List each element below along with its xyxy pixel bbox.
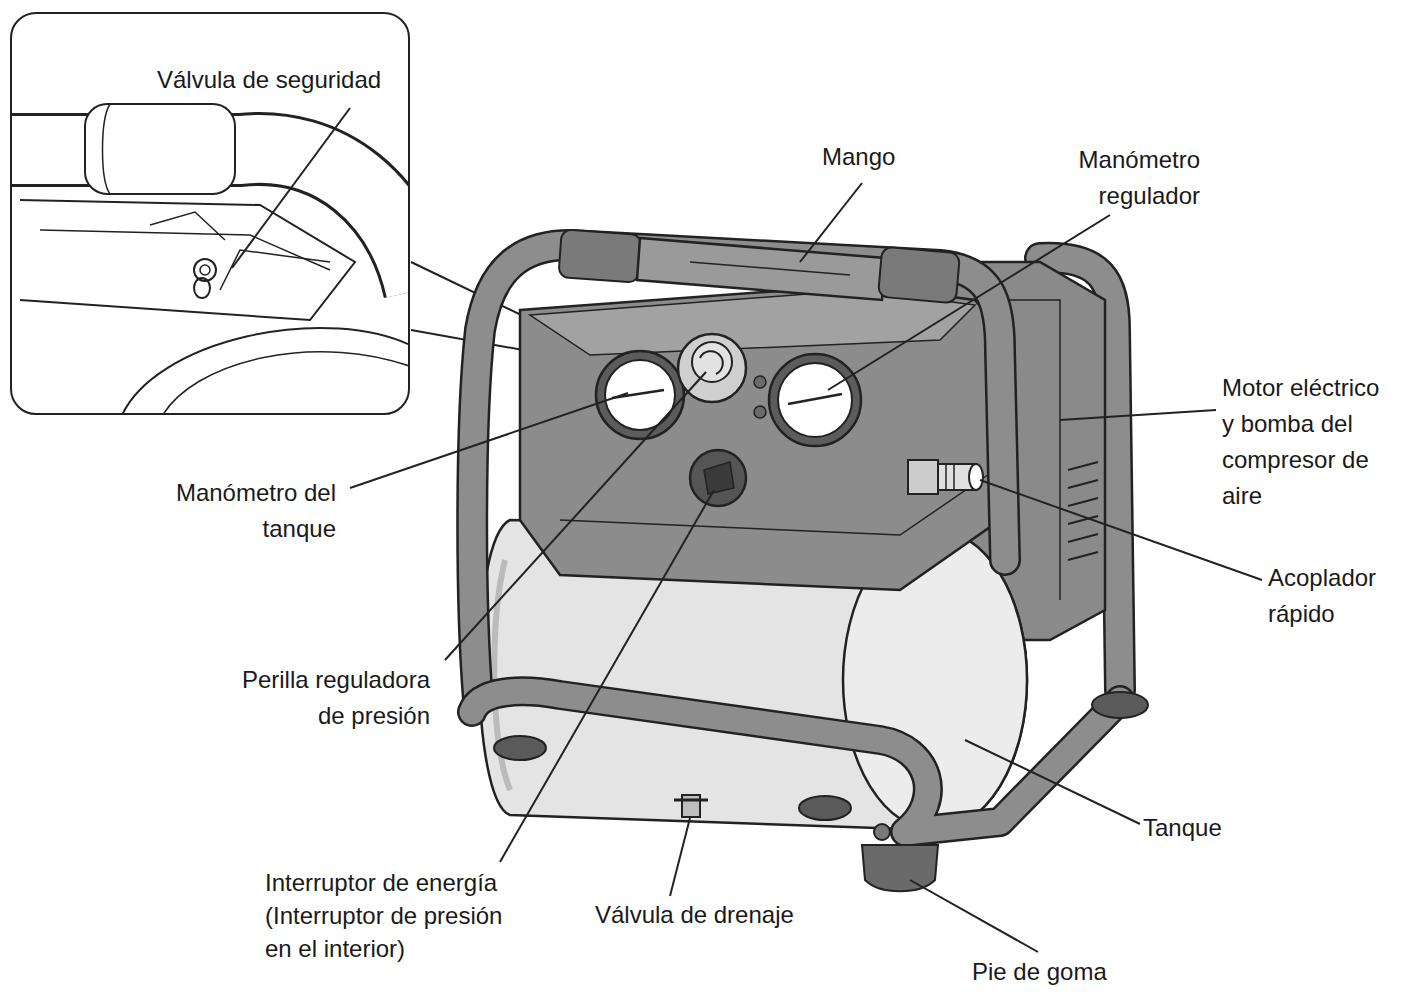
power-switch xyxy=(690,450,746,506)
inset-plate-line xyxy=(40,230,330,270)
inset-box: Válvula de seguridad xyxy=(10,12,410,415)
leader-line xyxy=(828,215,1110,390)
gauge-bezel xyxy=(769,354,861,446)
coupler-ridge xyxy=(945,464,947,490)
gauge-bezel xyxy=(596,351,684,439)
vent-slot xyxy=(1068,480,1098,488)
handle-groove xyxy=(690,262,850,275)
leader-line xyxy=(910,880,1038,952)
vent-slot xyxy=(1068,462,1098,470)
inset-plate-line xyxy=(150,212,225,240)
handle-grip xyxy=(637,238,885,300)
housing-screw xyxy=(754,406,766,418)
rubber-foot xyxy=(799,796,851,820)
leader-line xyxy=(350,393,628,488)
leader-line xyxy=(232,108,350,268)
leader-line xyxy=(500,490,714,862)
inset-plate-line xyxy=(220,250,330,290)
inset-motor-curve xyxy=(120,328,409,414)
inset-grip-edge xyxy=(103,104,111,194)
rubber-foot xyxy=(494,736,546,760)
leader-line xyxy=(800,183,862,262)
drain-handle xyxy=(674,799,708,802)
leader-line xyxy=(980,480,1262,580)
regulator-knob-cap xyxy=(692,342,732,382)
safety-valve-ring xyxy=(194,278,210,298)
leader-line xyxy=(670,818,690,896)
leader-lines xyxy=(232,108,1262,952)
part-label: Válvula de seguridad xyxy=(157,62,381,98)
rubber-foot xyxy=(1092,692,1148,718)
frame-outline xyxy=(472,691,1120,832)
part-label: Interruptor de energía (Interruptor de p… xyxy=(265,866,517,965)
regulator-gauge xyxy=(778,363,852,437)
part-label: Pie de goma xyxy=(972,954,1107,990)
part-label: Tanque xyxy=(1143,810,1222,846)
handle-joint xyxy=(878,247,960,304)
knob-arrow xyxy=(700,351,723,374)
switch-lever xyxy=(704,462,734,494)
inset-plate xyxy=(20,200,355,320)
safety-valve-core xyxy=(200,265,210,275)
drain-valve xyxy=(682,795,700,817)
handle-joint xyxy=(558,229,641,282)
leader-line xyxy=(445,372,706,660)
vent-slot xyxy=(1068,552,1098,560)
inset-detail xyxy=(11,104,409,414)
vent-slot xyxy=(1068,534,1098,542)
upper-housing xyxy=(520,285,1000,590)
part-label: Perilla reguladora de presión xyxy=(226,662,430,734)
leader-line xyxy=(1060,410,1216,420)
housing-screw xyxy=(754,376,766,388)
part-label: Motor eléctrico y bomba del compresor de… xyxy=(1222,370,1390,514)
frame-bolt xyxy=(874,824,890,840)
rubber-foot xyxy=(862,845,938,891)
gauge-needle xyxy=(788,394,842,404)
inset-grip xyxy=(85,104,235,194)
part-label: Válvula de drenaje xyxy=(595,897,794,933)
part-label: Mango xyxy=(822,139,895,175)
frame-tube xyxy=(472,245,1005,700)
frame-outline xyxy=(472,245,1005,700)
inset-motor-curve xyxy=(160,352,409,414)
coupler-ridge xyxy=(953,464,955,490)
frame-tube xyxy=(472,691,1120,832)
motor-vents xyxy=(1068,462,1098,560)
part-label: Manómetro regulador xyxy=(1065,142,1200,214)
tank-gauge xyxy=(605,360,675,430)
part-label: Manómetro del tanque xyxy=(160,475,336,547)
vent-slot xyxy=(1068,498,1098,506)
coupler-mouth xyxy=(969,464,983,490)
coupler-nut xyxy=(908,460,938,494)
part-label: Acoplador rápido xyxy=(1268,560,1392,632)
leader-line xyxy=(965,740,1140,824)
